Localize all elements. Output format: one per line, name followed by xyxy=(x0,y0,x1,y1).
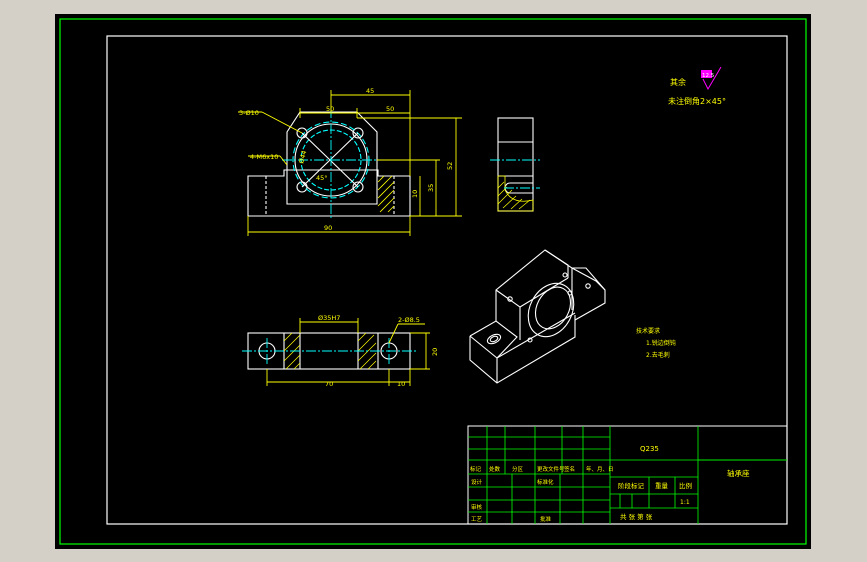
tb-col-mark: 标记 xyxy=(470,465,482,473)
bolt-hole-tl xyxy=(296,127,308,139)
cad-drawing: 3-Ø10 4-M6x10 45 50 50 Ø44 45° 52 35 10 … xyxy=(59,18,807,545)
dim-top-left: 50 xyxy=(326,105,334,113)
tb-col-count: 处数 xyxy=(489,465,501,473)
tb-sheets: 共 张 第 张 xyxy=(620,512,653,521)
side-outline xyxy=(497,117,534,212)
tb-scale-value: 1:1 xyxy=(680,499,690,506)
front-dimension-text: 3-Ø10 4-M6x10 45 50 50 Ø44 45° 52 35 10 … xyxy=(239,87,454,232)
tb-weight: 重量 xyxy=(655,482,669,490)
dim-top-right: 50 xyxy=(386,105,394,113)
tech-item-1: 1.锐边倒钝 xyxy=(646,339,676,347)
side-hatch xyxy=(497,181,531,210)
tb-row-check: 审核 xyxy=(471,503,483,511)
side-hatch-region xyxy=(497,175,534,212)
iso-base-hole xyxy=(486,333,502,345)
front-view xyxy=(247,111,411,217)
outer-frame xyxy=(59,18,807,545)
top-dimension-lines xyxy=(266,318,430,386)
tb-part-name: 轴承座 xyxy=(727,468,750,478)
roughness-label: 其余 xyxy=(670,77,686,87)
dim-counterbore-callout: 4-M6x10 xyxy=(250,153,278,161)
tb-scale: 比例 xyxy=(679,481,692,490)
dim-bore: Ø44 xyxy=(297,150,308,165)
tb-col-date: 年、月、日 xyxy=(586,465,614,473)
roughness-symbol xyxy=(702,66,722,91)
iso-bore-inner xyxy=(534,286,572,330)
tb-col-zone: 分区 xyxy=(512,465,524,473)
dim-hole-spacing: 70 xyxy=(325,380,333,388)
title-block-text: Q235 轴承座 标记 处数 分区 更改文件号 签名 年、月、日 设计 标准化 … xyxy=(470,445,750,523)
tb-col-sign: 签名 xyxy=(564,465,575,473)
iso-bore-outer xyxy=(527,282,575,338)
top-hatch xyxy=(283,332,377,370)
bolt-hole-bl xyxy=(296,181,308,193)
roughness-value: 12.5 xyxy=(702,73,715,79)
roughness-note: 其余 12.5 未注倒角2×45° xyxy=(668,66,726,106)
dim-edge-offset: 10 xyxy=(397,380,405,388)
bolt-hole-tr xyxy=(352,127,364,139)
tb-stage-mark: 阶段标记 xyxy=(618,481,645,490)
tb-row-approve: 批准 xyxy=(540,515,552,523)
drawing-sheet: 3-Ø10 4-M6x10 45 50 50 Ø44 45° 52 35 10 … xyxy=(55,14,811,549)
tech-item-2: 2.去毛刺 xyxy=(646,351,670,359)
dim-bore-fit: Ø35H7 xyxy=(318,314,340,322)
dim-overall-width: 90 xyxy=(324,224,332,232)
dim-height-mid: 35 xyxy=(427,184,435,192)
bolt-hole-br xyxy=(352,181,364,193)
dim-bolt-circle: 45° xyxy=(316,174,328,182)
front-base-outline xyxy=(247,169,411,217)
inner-frame xyxy=(106,35,788,525)
tb-col-doc: 更改文件号 xyxy=(537,465,565,473)
dim-height-right: 52 xyxy=(446,162,454,170)
top-dimension-text: Ø35H7 2-Ø8.5 20 70 10 xyxy=(318,314,439,388)
dim-top-overall: 45 xyxy=(366,87,374,95)
front-hatch xyxy=(377,175,395,213)
chamfer-note: 未注倒角2×45° xyxy=(668,96,726,106)
dim-base-height: 10 xyxy=(411,190,419,198)
dim-depth: 20 xyxy=(431,348,439,356)
isometric-view xyxy=(469,249,606,384)
roughness-value-box xyxy=(701,70,712,78)
tb-material: Q235 xyxy=(640,445,659,453)
dim-hole-callout: 3-Ø10 xyxy=(239,109,259,117)
front-centerlines xyxy=(282,108,382,220)
side-centerlines xyxy=(490,159,540,189)
tb-row-design: 设计 xyxy=(471,478,483,486)
tech-title: 技术要求 xyxy=(636,327,660,335)
front-dimension-lines xyxy=(238,90,462,236)
tb-row-process: 工艺 xyxy=(471,516,483,523)
technical-requirements: 技术要求 1.锐边倒钝 2.去毛刺 xyxy=(636,327,676,359)
tb-row-standard: 标准化 xyxy=(537,478,554,486)
side-view xyxy=(497,117,534,212)
dim-top-hole-callout: 2-Ø8.5 xyxy=(398,316,420,324)
title-block-grid xyxy=(467,425,788,525)
